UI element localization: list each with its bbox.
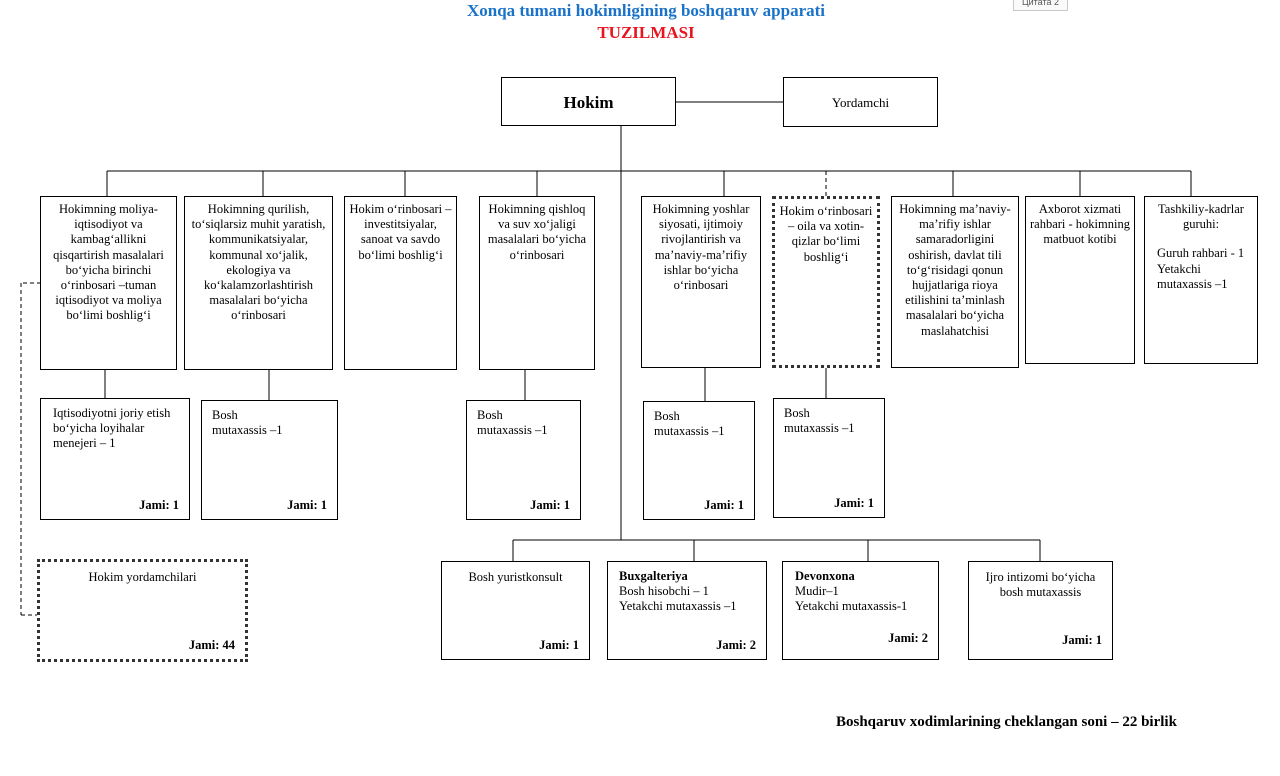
press-secretary-box: Axborot xizmati rahbari - hokimning matb…: [1025, 196, 1135, 364]
deputy-box-construction: Hokimning qurilish, to‘siqlarsiz muhit y…: [184, 196, 333, 370]
staff-box-project-manager: Iqtisodiyotni joriy etish bo‘yicha loyih…: [40, 398, 190, 520]
assistants-box: Hokim yordamchilari Jami: 44: [37, 559, 248, 662]
discipline-box: Ijro intizomi bo‘yicha bosh mutaxassis J…: [968, 561, 1113, 660]
discipline-title: Ijro intizomi bo‘yicha bosh mutaxassis: [985, 570, 1096, 600]
staff-line2: mutaxassis –1: [784, 421, 855, 436]
deputy-text: Hokimning qurilish, to‘siqlarsiz muhit y…: [191, 202, 326, 323]
lawyer-box: Bosh yuristkonsult Jami: 1: [441, 561, 590, 660]
staff-box-youth: Bosh mutaxassis –1 Jami: 1: [643, 401, 755, 520]
accounting-line2: Yetakchi mutaxassis –1: [619, 599, 737, 614]
deputy-text: Hokim o‘rinbosari – oila va xotin-qizlar…: [779, 204, 873, 264]
yordamchi-box: Yordamchi: [783, 77, 938, 127]
jami-label: Jami: 1: [530, 497, 570, 512]
staff-line1: Bosh: [654, 409, 680, 423]
press-secretary-text: Axborot xizmati rahbari - hokimning matb…: [1030, 202, 1130, 247]
staff-line1: Bosh: [784, 406, 810, 420]
jami-label: Jami: 1: [834, 495, 874, 510]
hr-group-box: Tashkiliy-kadrlar guruhi: Guruh rahbari …: [1144, 196, 1258, 364]
adviser-box-spiritual: Hokimning ma’naviy-ma’rifiy ishlar samar…: [891, 196, 1019, 368]
jami-label: Jami: 1: [1062, 632, 1102, 647]
deputy-text: Hokimning moliya-iqtisodiyot va kambag‘a…: [53, 202, 164, 323]
jami-label: Jami: 2: [888, 630, 928, 645]
chart-title: Xonqa tumani hokimligining boshqaruv app…: [466, 1, 826, 20]
staff-line1: Bosh: [477, 408, 503, 422]
chancellery-line1: Mudir–1: [795, 584, 839, 599]
accounting-box: Buxgalteriya Bosh hisobchi – 1 Yetakchi …: [607, 561, 767, 660]
chancellery-title: Devonxona: [795, 569, 855, 583]
deputy-text: Hokimning qishloq va suv xo‘jaligi masal…: [487, 202, 587, 262]
hr-group-title: Tashkiliy-kadrlar guruhi:: [1158, 202, 1244, 232]
jami-label: Jami: 1: [539, 637, 579, 652]
staff-box-family: Bosh mutaxassis –1 Jami: 1: [773, 398, 885, 518]
jami-label: Jami: 1: [287, 497, 327, 512]
staff-box-construction: Bosh mutaxassis –1 Jami: 1: [201, 400, 338, 520]
chancellery-line2: Yetakchi mutaxassis-1: [795, 599, 908, 614]
staff-line2: mutaxassis –1: [477, 423, 548, 438]
tab-label: Цитата 2: [1013, 0, 1068, 11]
hokim-box: Hokim: [501, 77, 676, 126]
deputy-box-agriculture: Hokimning qishloq va suv xo‘jaligi masal…: [479, 196, 595, 370]
hr-group-leader: Guruh rahbari - 1: [1157, 246, 1245, 261]
accounting-line1: Bosh hisobchi – 1: [619, 584, 709, 599]
lawyer-title: Bosh yuristkonsult: [468, 570, 563, 584]
deputy-text: Hokim o‘rinbosari – investitsiyalar, san…: [349, 202, 452, 262]
chart-subtitle: TUZILMASI: [597, 23, 695, 42]
deputy-box-investment: Hokim o‘rinbosari – investitsiyalar, san…: [344, 196, 457, 370]
staff-line2: mutaxassis –1: [212, 423, 283, 438]
deputy-text: Hokimning yoshlar siyosati, ijtimoiy riv…: [652, 202, 750, 293]
deputy-box-finance: Hokimning moliya-iqtisodiyot va kambag‘a…: [40, 196, 177, 370]
staff-line2: mutaxassis –1: [654, 424, 725, 439]
jami-label: Jami: 1: [139, 497, 179, 512]
jami-label: Jami: 1: [704, 497, 744, 512]
jami-label: Jami: 2: [716, 637, 756, 652]
adviser-text: Hokimning ma’naviy-ma’rifiy ishlar samar…: [899, 202, 1011, 338]
staff-text: Iqtisodiyotni joriy etish bo‘yicha loyih…: [53, 406, 171, 451]
deputy-box-family: Hokim o‘rinbosari – oila va xotin-qizlar…: [772, 196, 880, 368]
jami-label: Jami: 44: [188, 637, 235, 652]
accounting-title: Buxgalteriya: [619, 569, 688, 583]
chancellery-box: Devonxona Mudir–1 Yetakchi mutaxassis-1 …: [782, 561, 939, 660]
deputy-box-youth: Hokimning yoshlar siyosati, ijtimoiy riv…: [641, 196, 761, 368]
hr-group-specialist: Yetakchi mutaxassis –1: [1157, 261, 1228, 291]
staff-limit-note: Boshqaruv xodimlarining cheklangan soni …: [836, 714, 1177, 730]
assistants-title: Hokim yordamchilari: [88, 570, 197, 584]
staff-line1: Bosh: [212, 408, 238, 422]
staff-box-agriculture: Bosh mutaxassis –1 Jami: 1: [466, 400, 581, 520]
